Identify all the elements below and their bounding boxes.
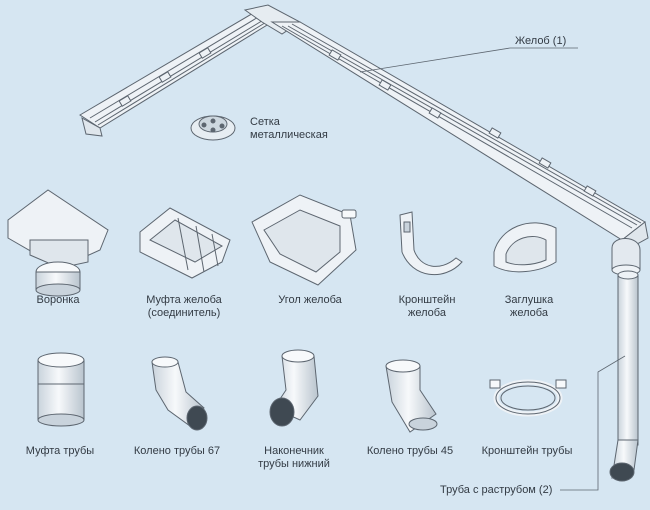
gutter-callout-label: Желоб (1) — [515, 35, 567, 47]
callout-leaders — [359, 47, 626, 491]
pipe-outlet-part — [269, 349, 319, 427]
pipe-elbow-45-label: Колено трубы 45 — [366, 445, 454, 457]
gutter-coupling-label: Муфта желоба (соединитель) — [146, 294, 222, 319]
gutter-bracket-label: Кронштейн желоба — [398, 294, 456, 319]
pipe-elbow-45-part — [385, 359, 438, 433]
mesh-label: Сетка металлическая — [250, 116, 328, 142]
mesh-label-line1: Сетка — [250, 116, 280, 128]
gutter-corner-part — [251, 194, 357, 286]
pipe-elbow-67-label: Колено трубы 67 — [133, 445, 221, 457]
gutter-end-cap-part — [493, 222, 557, 273]
gutter-coupling-part — [139, 207, 231, 279]
gutter-right-arm — [270, 21, 649, 249]
gutter-corner-label: Угол желоба — [278, 294, 342, 306]
downpipe — [609, 238, 641, 482]
mesh-label-line2: металлическая — [250, 129, 328, 141]
pipe-coupling-label: Муфта трубы — [25, 445, 95, 457]
pipe-outlet-label: Наконечник трубы нижний — [258, 445, 330, 470]
gutter-bracket-part — [399, 211, 463, 276]
pipe-coupling-part — [37, 352, 85, 427]
funnel-part — [7, 189, 109, 297]
pipe-bracket-label: Кронштейн трубы — [481, 445, 573, 457]
gutter-left-arm — [79, 11, 273, 137]
gutter-end-cap-label: Заглушка желоба — [504, 294, 554, 319]
pipe-elbow-67-part — [151, 356, 208, 431]
pipe-callout-label: Труба с раструбом (2) — [440, 484, 553, 496]
pipe-bracket-part — [489, 379, 567, 417]
funnel-label: Воронка — [36, 294, 80, 306]
mesh-strainer — [190, 115, 236, 141]
